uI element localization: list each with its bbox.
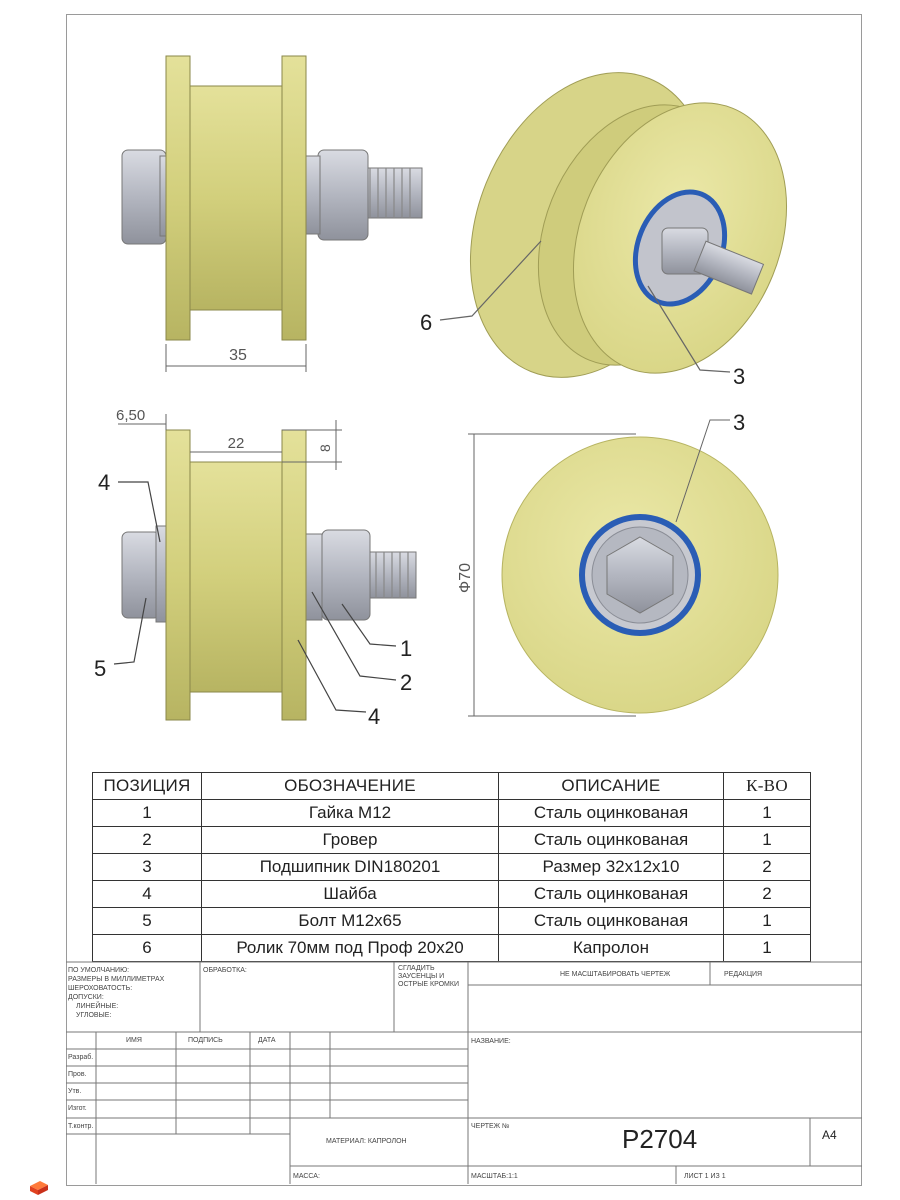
dim-8: 8 bbox=[317, 444, 333, 452]
tb-material: МАТЕРИАЛ: КАПРОЛОН bbox=[326, 1138, 407, 1145]
cell-position: 6 bbox=[92, 934, 202, 962]
hex-nut-face bbox=[606, 536, 674, 614]
table-row: 3 Подшипник DIN180201 Размер 32х12х10 2 bbox=[92, 853, 811, 881]
tb-note-defaults: ПО УМОЛЧАНИЮ: bbox=[68, 967, 130, 974]
header-designation: ОБОЗНАЧЕНИЕ bbox=[201, 772, 499, 800]
tb-role-checker: Пров. bbox=[68, 1071, 87, 1078]
cell-position: 5 bbox=[92, 907, 202, 935]
callout-4-right: 4 bbox=[368, 704, 380, 729]
tb-role-developer: Разраб. bbox=[68, 1054, 94, 1061]
callout-1: 1 bbox=[400, 636, 412, 661]
callout-2: 2 bbox=[400, 670, 412, 695]
cell-quantity: 1 bbox=[723, 826, 811, 854]
tb-title-label: НАЗВАНИЕ: bbox=[471, 1038, 511, 1045]
tb-revision: РЕДАКЦИЯ bbox=[724, 971, 763, 978]
tb-note-roughness: ШЕРОХОВАТОСТЬ: bbox=[68, 985, 133, 992]
roller-flange-right bbox=[281, 55, 307, 341]
tb-col-name: ИМЯ bbox=[126, 1037, 142, 1044]
side-view-bottom: 6,50 22 8 4 5 1 2 4 bbox=[94, 407, 417, 729]
front-view: Ф70 3 bbox=[457, 410, 779, 717]
tb-format: A4 bbox=[822, 1128, 837, 1142]
tb-mass: МАССА: bbox=[293, 1173, 320, 1180]
tb-col-date: ДАТА bbox=[258, 1037, 276, 1044]
cell-description: Сталь оцинкованая bbox=[498, 799, 724, 827]
parts-table: ПОЗИЦИЯ ОБОЗНАЧЕНИЕ ОПИСАНИЕ К-ВО 1 Гайк… bbox=[92, 772, 811, 962]
iso-bolt-thread bbox=[693, 240, 765, 295]
dim-22: 22 bbox=[228, 435, 245, 452]
parts-table-header: ПОЗИЦИЯ ОБОЗНАЧЕНИЕ ОПИСАНИЕ К-ВО bbox=[92, 772, 811, 800]
cell-quantity: 1 bbox=[723, 907, 811, 935]
roller-flange-left bbox=[165, 55, 191, 341]
header-quantity: К-ВО bbox=[723, 772, 811, 800]
tb-role-qc: Т.контр. bbox=[68, 1123, 94, 1130]
cell-description: Сталь оцинкованая bbox=[498, 907, 724, 935]
header-description: ОПИСАНИЕ bbox=[498, 772, 724, 800]
tb-note-tolerances: ДОПУСКИ: bbox=[68, 994, 104, 1001]
tb-drawing-no-label: ЧЕРТЕЖ № bbox=[471, 1123, 510, 1130]
tb-deburr-2: ЗАУСЕНЦЫ И bbox=[398, 973, 445, 980]
callout-3-iso: 3 bbox=[733, 364, 745, 389]
tb-note-angular: УГЛОВЫЕ: bbox=[76, 1012, 112, 1019]
cell-designation: Гайка М12 bbox=[201, 799, 499, 827]
tb-drawing-number: P2704 bbox=[622, 1124, 698, 1154]
cube-logo-icon bbox=[30, 1181, 48, 1195]
callout-5: 5 bbox=[94, 656, 106, 681]
side-view-top: 35 bbox=[121, 55, 423, 372]
tb-deburr-3: ОСТРЫЕ КРОМКИ bbox=[398, 981, 460, 988]
tb-note-linear: ЛИНЕЙНЫЕ: bbox=[76, 1003, 119, 1010]
dim-35: 35 bbox=[229, 347, 247, 364]
isometric-view: 6 3 bbox=[420, 72, 788, 389]
drawing-views: 35 6 3 bbox=[94, 55, 788, 729]
cell-quantity: 1 bbox=[723, 934, 811, 962]
tb-no-scale: НЕ МАСШТАБИРОВАТЬ ЧЕРТЕЖ bbox=[560, 971, 671, 978]
dim-6-50: 6,50 bbox=[116, 407, 145, 424]
callout-3-front: 3 bbox=[733, 410, 745, 435]
cell-designation: Болт М12х65 bbox=[201, 907, 499, 935]
cell-designation: Ролик 70мм под Проф 20х20 bbox=[201, 934, 499, 962]
tb-role-approver: Утв. bbox=[68, 1088, 82, 1095]
tb-sheet: ЛИСТ 1 ИЗ 1 bbox=[684, 1173, 726, 1180]
tb-deburr-1: СГЛАДИТЬ bbox=[398, 965, 435, 972]
table-row: 6 Ролик 70мм под Проф 20х20 Капролон 1 bbox=[92, 934, 811, 962]
callout-4-left: 4 bbox=[98, 470, 110, 495]
table-row: 1 Гайка М12 Сталь оцинкованая 1 bbox=[92, 799, 811, 827]
tb-note-mm: РАЗМЕРЫ В МИЛЛИМЕТРАХ bbox=[68, 976, 165, 983]
cell-description: Размер 32х12х10 bbox=[498, 853, 724, 881]
dim-diameter-70: Ф70 bbox=[457, 563, 474, 593]
tb-role-maker: Изгот. bbox=[68, 1105, 87, 1112]
callout-6: 6 bbox=[420, 310, 432, 335]
cell-description: Сталь оцинкованая bbox=[498, 880, 724, 908]
tb-finish: ОБРАБОТКА: bbox=[203, 967, 247, 974]
cell-position: 4 bbox=[92, 880, 202, 908]
cell-description: Капролон bbox=[498, 934, 724, 962]
cell-quantity: 2 bbox=[723, 853, 811, 881]
table-row: 5 Болт М12х65 Сталь оцинкованая 1 bbox=[92, 907, 811, 935]
cell-designation: Подшипник DIN180201 bbox=[201, 853, 499, 881]
tb-col-sign: ПОДПИСЬ bbox=[188, 1037, 223, 1044]
roller-hub-2 bbox=[189, 461, 283, 693]
tb-scale: МАСШТАБ:1:1 bbox=[471, 1173, 518, 1180]
header-position: ПОЗИЦИЯ bbox=[92, 772, 202, 800]
roller-flange-left-2 bbox=[165, 429, 191, 721]
